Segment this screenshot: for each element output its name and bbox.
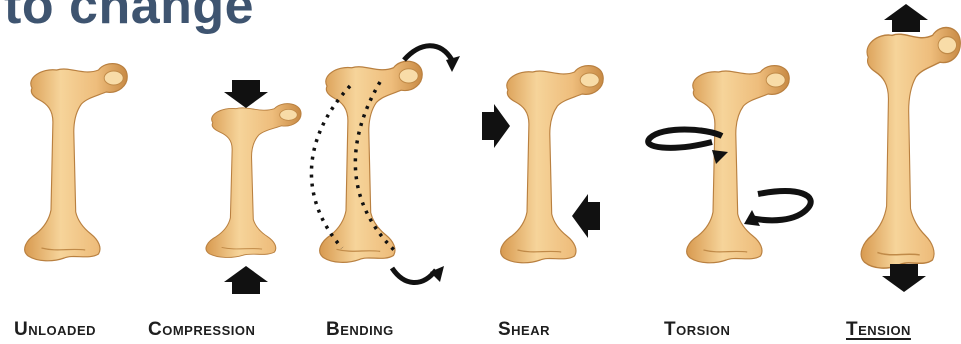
bone-unloaded <box>25 64 128 261</box>
label-tension: Tension <box>846 320 911 339</box>
label-torsion: Torsion <box>664 320 730 339</box>
compression-arrow-top-icon <box>224 80 268 108</box>
bending-arrow-top-icon <box>404 46 452 60</box>
shear-arrow-left-icon <box>482 104 510 148</box>
torsion-arrow-bottom-icon <box>744 191 811 226</box>
label-compression: Compression <box>148 320 255 339</box>
bending-arrow-bottom-icon <box>392 268 436 283</box>
label-bending: Bending <box>326 320 394 339</box>
compression-arrow-bottom-icon <box>224 266 268 294</box>
label-unloaded: Unloaded <box>14 320 96 339</box>
label-shear: Shear <box>498 320 550 339</box>
shear-arrow-right-icon <box>572 194 600 238</box>
tension-arrow-top-icon <box>884 4 928 32</box>
bone-torsion <box>687 66 790 263</box>
bone-tension <box>861 28 960 269</box>
bone-bending <box>320 61 423 262</box>
bone-compression <box>206 104 301 258</box>
